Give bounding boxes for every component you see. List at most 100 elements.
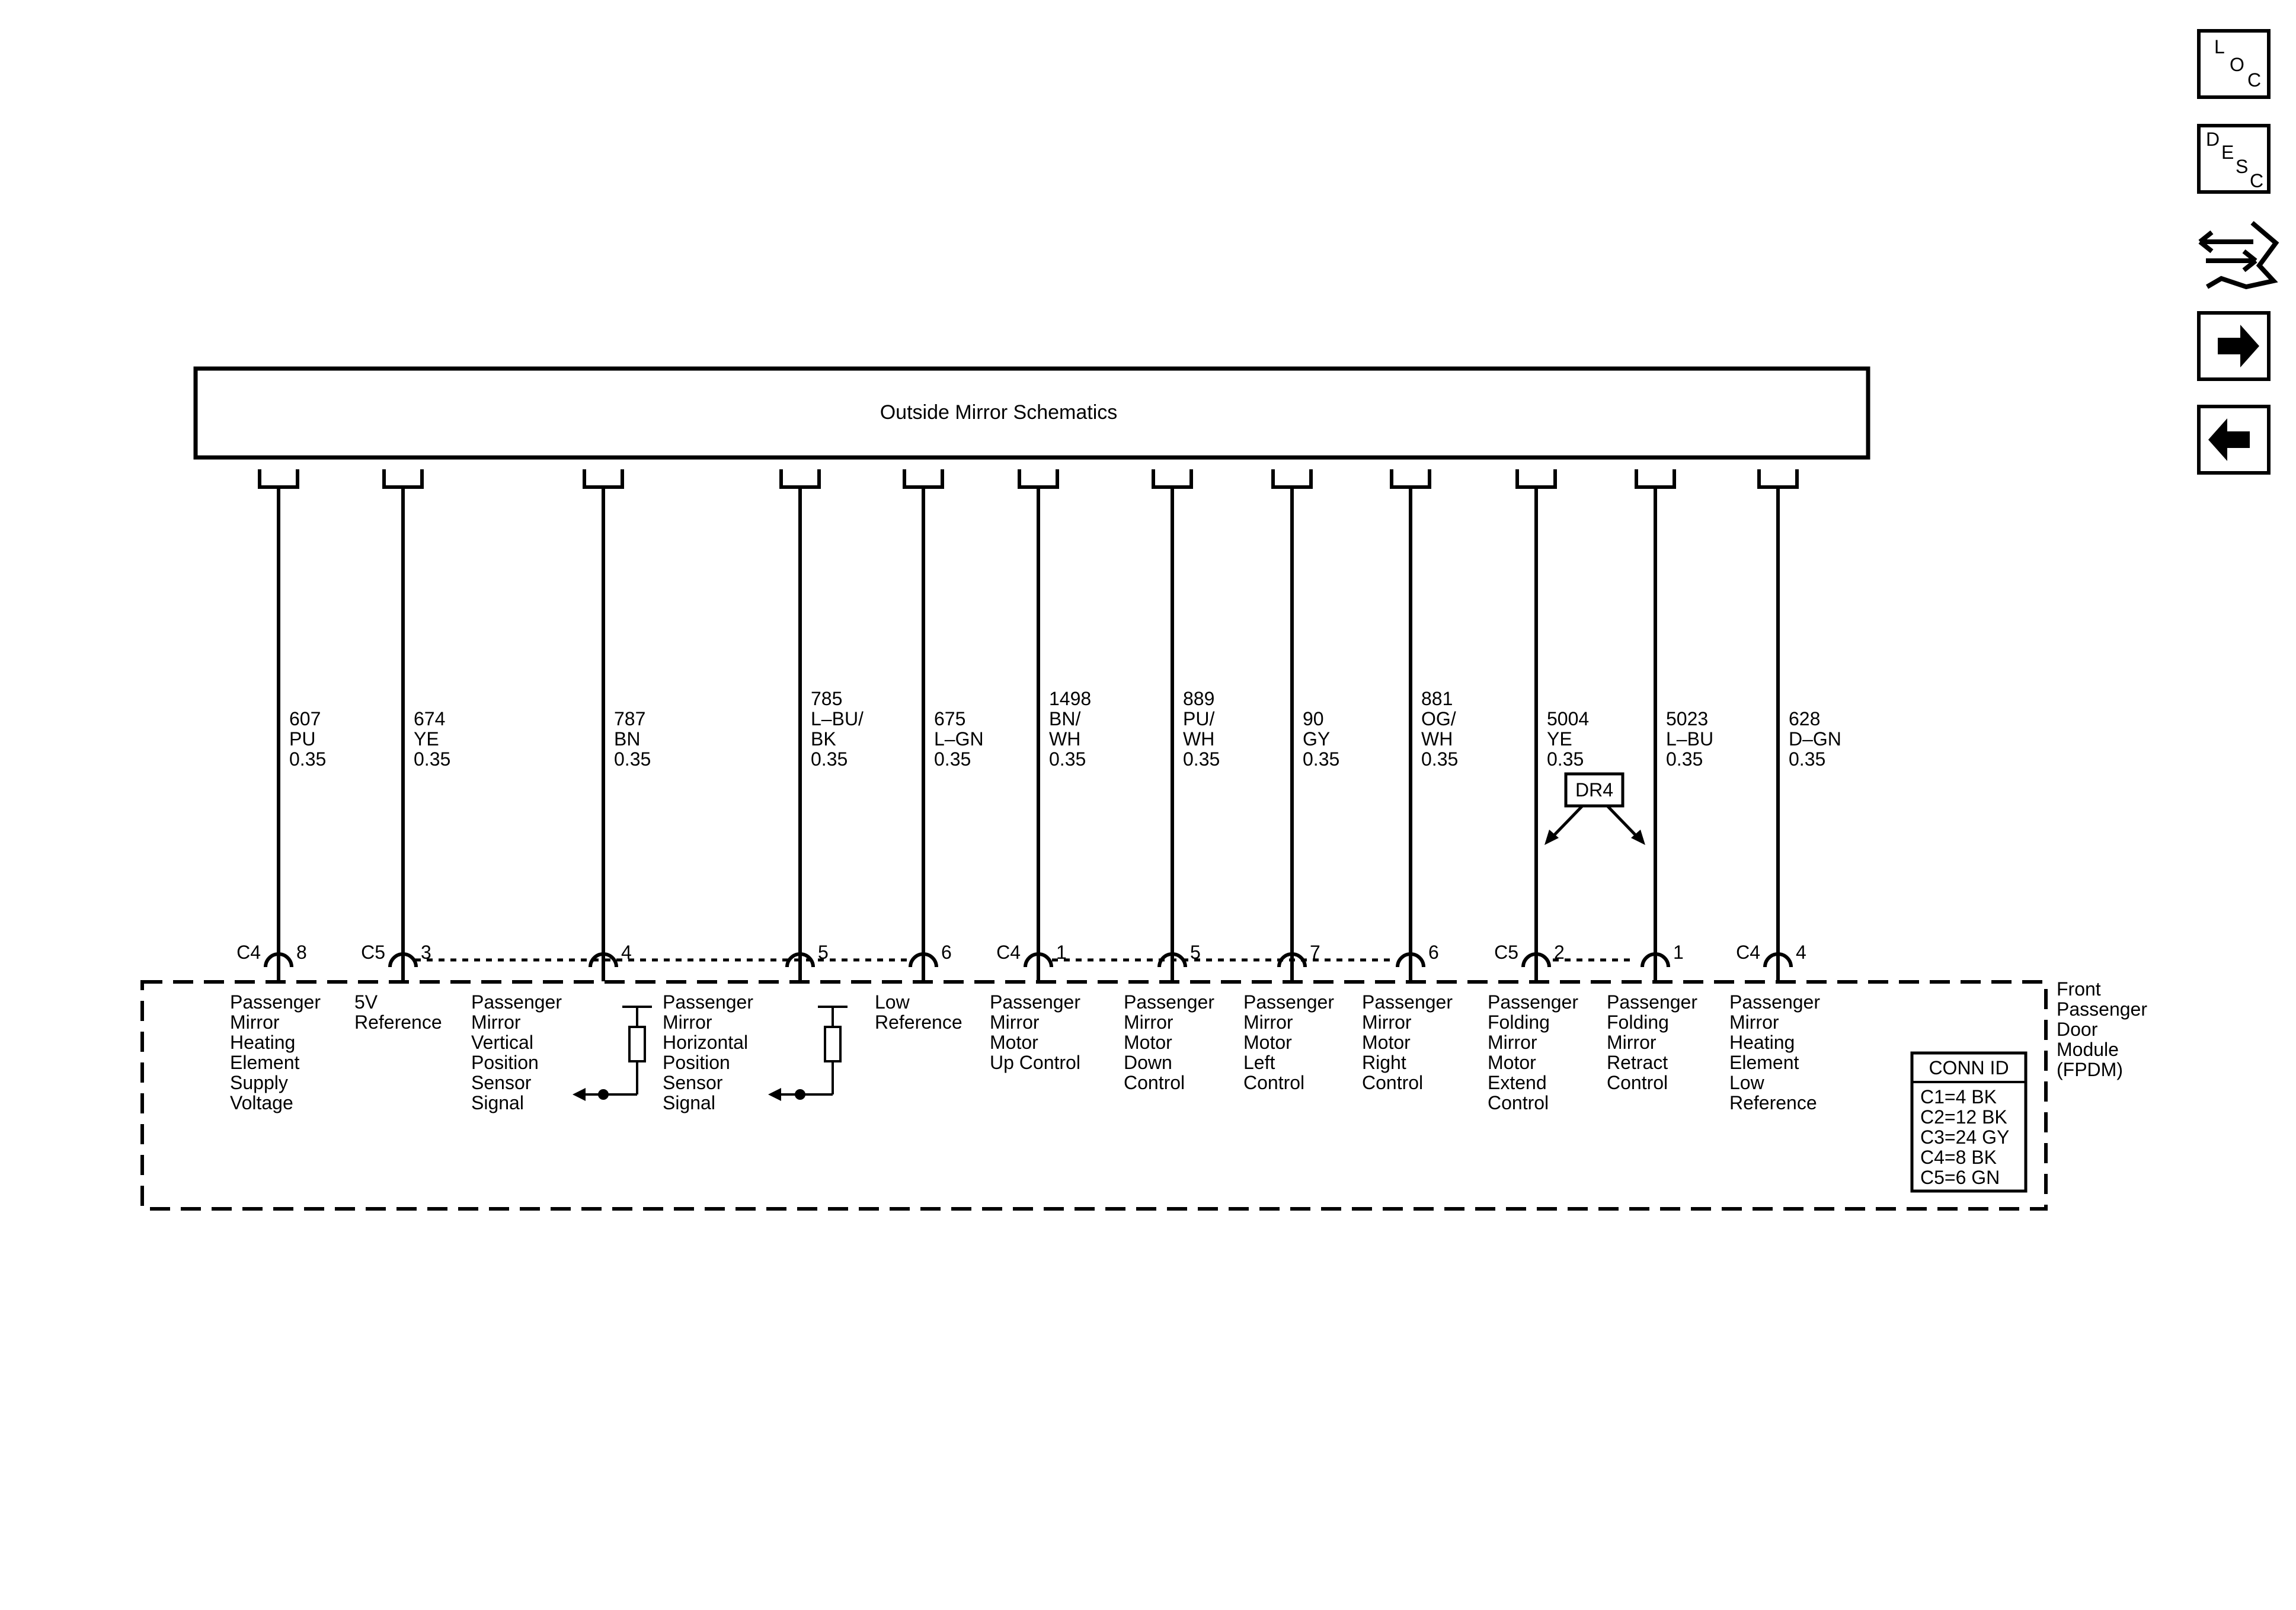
function-label-line: Reference: [875, 1012, 962, 1033]
function-label-line: Motor: [1124, 1032, 1172, 1053]
component-box: [193, 366, 1870, 460]
connector-id: C5: [361, 942, 385, 963]
function-label-line: Folding: [1488, 1012, 1550, 1033]
conn-id-table-frame: [1910, 1051, 2028, 1193]
wire-label-line: 607: [289, 708, 321, 729]
top-terminal: [583, 469, 624, 489]
wire-label-line: 674: [414, 708, 445, 729]
top-terminal: [258, 469, 299, 489]
function-label-line: Position: [663, 1052, 730, 1073]
previous-arrow-icon[interactable]: [2197, 405, 2271, 475]
function-label-line: Control: [1124, 1072, 1185, 1093]
wire-label-line: 0.35: [1049, 748, 1086, 770]
wire-label-line: 0.35: [1421, 748, 1458, 770]
function-label-line: Passenger: [1729, 991, 1820, 1013]
top-terminal: [1271, 469, 1313, 489]
pin-number: 6: [1428, 942, 1439, 963]
pin-number: 6: [941, 942, 952, 963]
wire-label-line: 881: [1421, 688, 1453, 709]
loc-letter: C: [2247, 69, 2261, 91]
wire-label-line: BN/: [1049, 708, 1080, 729]
option-arrowhead-right: [1631, 830, 1645, 845]
conn-id-row: C4=8 BK: [1920, 1147, 1997, 1168]
module-name: Front Passenger Door Module (FPDM): [2057, 978, 2153, 1080]
wire-label-line: YE: [1547, 728, 1572, 750]
conn-id-row: C5=6 GN: [1920, 1167, 2000, 1188]
module-outline: [140, 980, 2048, 1211]
connector-id: C4: [996, 942, 1021, 963]
conn-id-row: C2=12 BK: [1920, 1106, 2007, 1128]
function-label-line: Mirror: [663, 1012, 712, 1033]
function-label-line: Low: [875, 991, 910, 1013]
desc-letter: D: [2206, 129, 2220, 150]
pin-number: 5: [1190, 942, 1201, 963]
function-label-line: Extend: [1488, 1072, 1547, 1093]
sensor-junction: [795, 1089, 805, 1100]
next-arrow-icon[interactable]: [2197, 311, 2271, 381]
function-label-line: Motor: [1488, 1052, 1536, 1073]
wire-label-line: WH: [1049, 728, 1080, 750]
function-label-line: Mirror: [230, 1012, 280, 1033]
function-label-line: Right: [1362, 1052, 1406, 1073]
wire-label-line: OG/: [1421, 708, 1456, 729]
function-label-line: Sensor: [471, 1072, 532, 1093]
function-label-line: Folding: [1607, 1012, 1669, 1033]
wire-label-line: 628: [1789, 708, 1820, 729]
vertical-position-sensor: [573, 1006, 652, 1101]
desc-letter: C: [2250, 170, 2263, 191]
top-terminal: [1757, 469, 1799, 489]
wire-label-line: D–GN: [1789, 728, 1841, 750]
pin-number: 1: [1673, 942, 1684, 963]
sensor-arrowhead: [573, 1088, 586, 1101]
function-label-line: Signal: [663, 1092, 715, 1113]
conn-id-row: C3=24 GY: [1920, 1126, 2009, 1148]
conn-id-row: C1=4 BK: [1920, 1086, 1997, 1108]
function-label-line: Mirror: [1607, 1032, 1657, 1053]
top-terminal: [1390, 469, 1431, 489]
wire-label-line: BN: [614, 728, 640, 750]
desc-icon[interactable]: D E S C: [2197, 124, 2271, 194]
wire-label-line: 1498: [1049, 688, 1091, 709]
option-callout-dr4: DR4: [1544, 772, 1645, 845]
function-label-line: Passenger: [1607, 991, 1697, 1013]
function-label-line: Heating: [230, 1032, 295, 1053]
top-terminal: [1018, 469, 1059, 489]
function-label-line: Signal: [471, 1092, 524, 1113]
function-label-line: Passenger: [471, 991, 562, 1013]
wire-label-line: PU/: [1183, 708, 1214, 729]
top-terminal: [1515, 469, 1557, 489]
pin-number: 5: [818, 942, 829, 963]
function-label-line: Up Control: [990, 1052, 1080, 1073]
connector-pinout-icon[interactable]: [2194, 213, 2279, 296]
function-label-line: Element: [230, 1052, 300, 1073]
function-label-line: Low: [1729, 1072, 1765, 1093]
function-label-line: Position: [471, 1052, 539, 1073]
function-label-line: Mirror: [471, 1012, 521, 1033]
sensor-resistor: [824, 1026, 842, 1062]
conn-id-table: CONN ID C1=4 BK C2=12 BK C3=24 GY C4=8 B…: [1910, 1051, 2028, 1193]
function-label-line: Mirror: [1243, 1012, 1293, 1033]
wire-label-line: PU: [289, 728, 315, 750]
wire-label-line: WH: [1421, 728, 1453, 750]
wire-label-line: WH: [1183, 728, 1214, 750]
loc-icon[interactable]: L O C: [2197, 29, 2271, 99]
wire-label-line: L–GN: [934, 728, 984, 750]
wire-label-line: 0.35: [1183, 748, 1220, 770]
